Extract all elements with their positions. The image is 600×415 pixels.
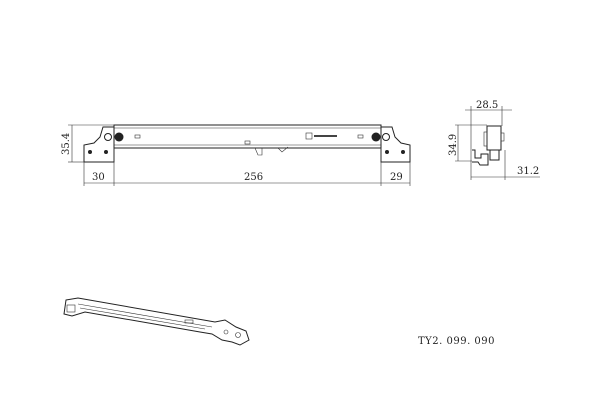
logo-icon: [305, 132, 313, 140]
right-roller: [371, 132, 381, 142]
dim-middle: 256: [244, 172, 263, 183]
dim-side-height: 34.9: [448, 134, 459, 156]
left-bracket: [83, 126, 115, 163]
right-bracket: [380, 126, 411, 163]
load-label: [314, 135, 337, 137]
dim-right: 29: [390, 172, 403, 183]
dim-height: 35.4: [61, 133, 72, 155]
dim-width-bottom: 31.2: [517, 166, 539, 177]
left-roller: [114, 132, 124, 142]
slide-body: [113, 124, 382, 149]
part-number: TY2. 099. 090: [418, 336, 496, 347]
isometric-view: [63, 297, 250, 346]
front-view: 35.4 30 256 29: [61, 124, 411, 186]
side-view: 28.5 34.9 31.2: [448, 100, 540, 180]
dim-left: 30: [92, 172, 105, 183]
dim-width-top: 28.5: [476, 100, 498, 111]
